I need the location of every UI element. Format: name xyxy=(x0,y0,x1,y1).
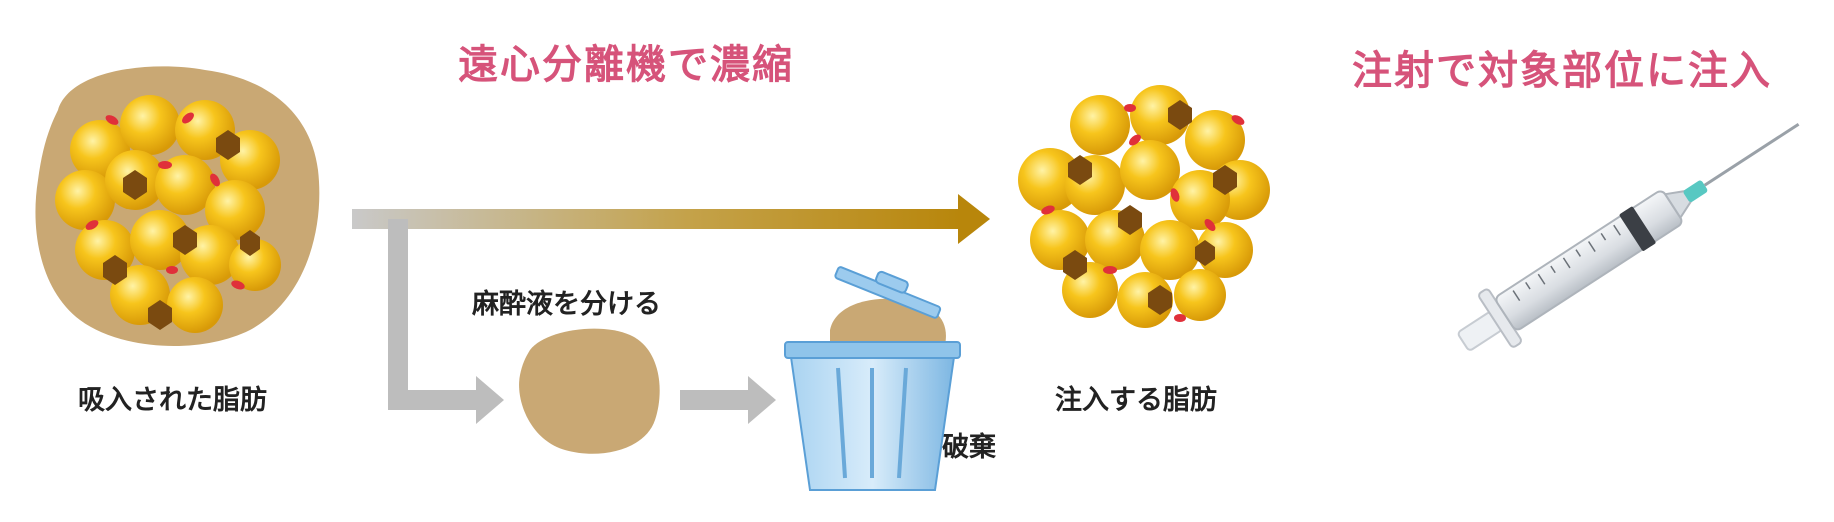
syringe-icon xyxy=(1457,122,1800,351)
arrow-to-anesthetic xyxy=(388,219,504,424)
title-centrifuge: 遠心分離機で濃縮 xyxy=(458,41,794,88)
separated-anesthetic-blob xyxy=(519,328,660,454)
label-injected-fat: 注入する脂肪 xyxy=(1055,385,1217,416)
label-aspirated-fat: 吸入された脂肪 xyxy=(78,385,267,416)
arrow-to-trash xyxy=(680,376,776,424)
title-inject: 注射で対象部位に注入 xyxy=(1352,47,1772,94)
label-discard: 破棄 xyxy=(942,432,996,463)
trash-bin-icon xyxy=(784,266,961,491)
injected-fat-illustration xyxy=(1018,85,1270,328)
arrow-to-injected-fat xyxy=(352,194,990,244)
aspirated-fat-illustration xyxy=(35,66,320,347)
label-separate-anesthetic: 麻酔液を分ける xyxy=(472,289,661,320)
